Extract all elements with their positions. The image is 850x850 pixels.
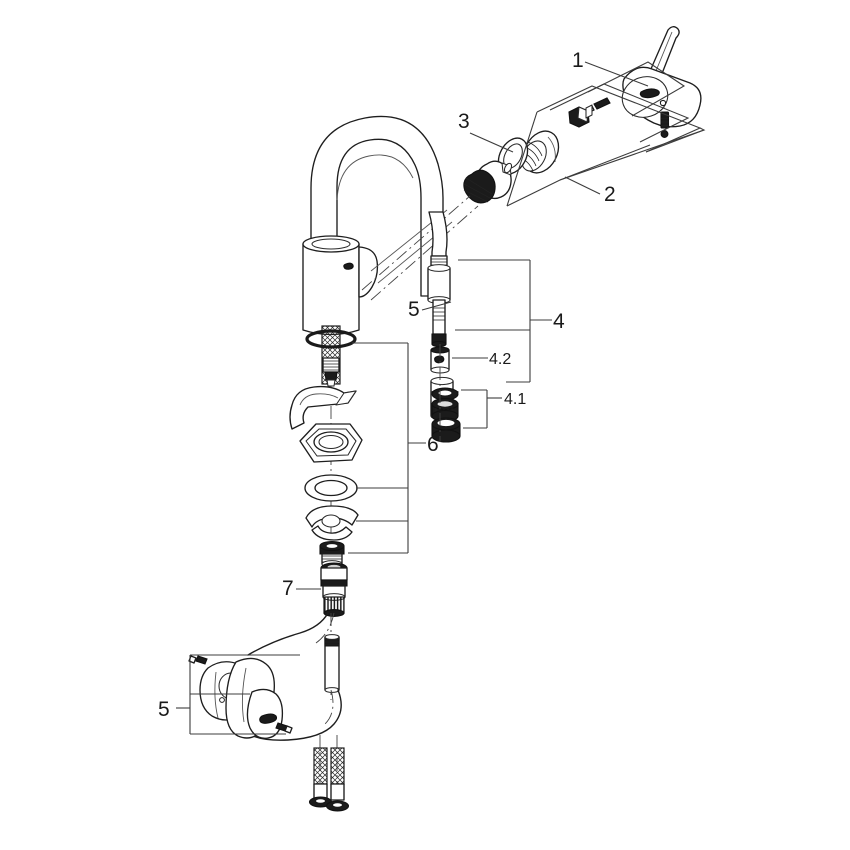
bracket-group-4 — [455, 259, 552, 383]
callout-7-label: 7 — [282, 577, 294, 600]
bracket-group-2 — [506, 85, 706, 207]
cap-nut — [568, 104, 593, 128]
part-pull-down-hose-upper — [427, 211, 451, 348]
part-stabiliser-plate — [289, 385, 357, 430]
bracket-group-1 — [549, 61, 690, 143]
weight-screw-lower — [275, 722, 293, 734]
callout-4: 4 — [553, 310, 565, 333]
part-clamp-plate — [305, 505, 359, 541]
callout-4-2-label: 4.2 — [489, 351, 511, 368]
callout-1: 1 — [572, 49, 649, 87]
callout-5-upper-label: 5 — [408, 298, 420, 321]
callout-1-label: 1 — [572, 49, 584, 72]
callout-2-label: 2 — [604, 183, 616, 206]
callout-5-upper: 5 — [408, 298, 452, 321]
cartridge — [463, 160, 513, 204]
callout-7: 7 — [282, 577, 321, 600]
callout-3-label: 3 — [458, 110, 470, 133]
handle-housing — [621, 66, 702, 128]
hose-weight-body — [225, 657, 284, 739]
bracket-group-6 — [348, 342, 426, 554]
callout-4-2: 4.2 — [489, 351, 511, 368]
callout-4-label: 4 — [553, 310, 565, 333]
callout-2: 2 — [564, 176, 616, 206]
handle-grub-screw — [660, 111, 670, 138]
o-ring-base — [305, 329, 357, 349]
callout-3: 3 — [458, 110, 514, 153]
hose-routing — [237, 612, 342, 741]
part-handle-lever-assembly — [586, 26, 702, 138]
part-hose-weight-assembly — [188, 655, 293, 739]
callout-5-lower-label: 5 — [158, 698, 170, 721]
callout-6: 6 — [427, 433, 439, 456]
part-cartridge-assembly — [463, 104, 593, 204]
weight-screw-upper — [188, 655, 208, 665]
part-shank-nut — [322, 357, 340, 387]
part-hose-coupling — [324, 634, 340, 693]
callout-4-1: 4.1 — [504, 391, 526, 408]
part-faucet-body — [302, 115, 444, 385]
part-mousseur-set — [431, 387, 461, 443]
part-flat-washer — [304, 474, 358, 502]
bracket-group-41 — [461, 389, 502, 429]
callout-6-label: 6 — [427, 433, 439, 456]
part-supply-hose-pair — [308, 735, 350, 812]
mousseur-housing — [431, 417, 461, 443]
callout-5-lower: 5 — [158, 698, 170, 721]
bracket-group-5-lower — [176, 654, 300, 735]
part-mounting-bracket — [299, 423, 363, 463]
callout-4-1-label: 4.1 — [504, 391, 526, 408]
assembly-center-lines — [361, 195, 479, 301]
part-quick-connector — [320, 562, 348, 617]
